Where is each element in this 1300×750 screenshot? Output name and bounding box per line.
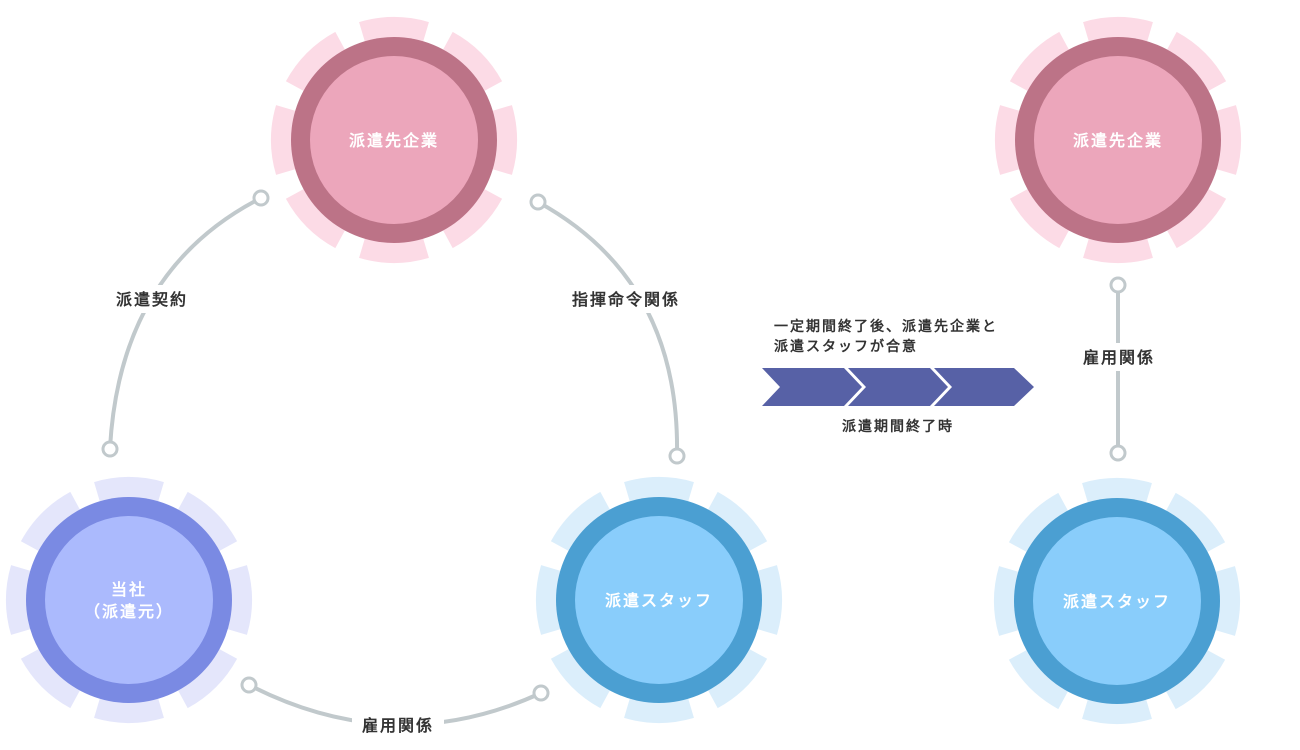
node-petal — [1165, 187, 1227, 249]
agency-node: 当社 （派遣元） — [5, 477, 252, 723]
command-connector-end-bottom — [668, 447, 686, 465]
transition-arrow — [762, 368, 1034, 406]
node-petal — [1212, 566, 1241, 636]
node-petal — [20, 491, 82, 553]
arrow-chevron-1 — [762, 368, 862, 406]
transition-caption: 派遣期間終了時 — [842, 418, 954, 435]
command-relation-label: 指揮命令関係 — [572, 290, 680, 309]
staff-label: 派遣スタッフ — [605, 591, 713, 610]
node-petal — [706, 491, 768, 553]
node-petal — [359, 235, 429, 263]
right-client-company-node: 派遣先企業 — [995, 17, 1241, 263]
node-petal — [94, 695, 164, 723]
right-employment-connector-end-top — [1109, 276, 1127, 294]
node-petal — [5, 565, 34, 635]
contract-connector-end-bottom — [101, 440, 119, 458]
right-staff-label: 派遣スタッフ — [1063, 592, 1171, 611]
node-petal — [1009, 31, 1071, 93]
right-staff-node: 派遣スタッフ — [994, 478, 1241, 724]
node-petal — [550, 491, 612, 553]
node-petal — [624, 477, 694, 505]
node-petal — [550, 647, 612, 709]
node-petal — [995, 105, 1023, 175]
node-petal — [1083, 235, 1153, 263]
node-petal — [1165, 31, 1227, 93]
node-petal — [1008, 492, 1070, 554]
agency-label-line2: （派遣元） — [84, 602, 174, 621]
node-petal — [1213, 105, 1241, 175]
node-petal — [1164, 648, 1226, 710]
agency-label-line1: 当社 — [111, 580, 147, 599]
dispatch-contract-label: 派遣契約 — [116, 290, 188, 309]
node-petal — [359, 16, 429, 45]
contract-connector — [108, 196, 262, 449]
node-petal — [285, 187, 347, 249]
right-employment-connector-end-bottom — [1109, 444, 1127, 462]
node-petal — [176, 491, 238, 553]
node-petal — [1083, 17, 1153, 45]
node-petal — [20, 647, 82, 709]
arrow-chevron-3 — [934, 368, 1034, 406]
node-petal — [1164, 492, 1226, 554]
node-petal — [441, 187, 503, 249]
node-petal — [270, 105, 299, 175]
node-petal — [224, 565, 252, 635]
node-petal — [706, 647, 768, 709]
node-petal — [994, 566, 1022, 636]
arrow-chevron-2 — [848, 368, 948, 406]
node-petal — [536, 565, 564, 635]
node-petal — [1082, 478, 1152, 506]
node-petal — [441, 31, 503, 93]
node-petal — [94, 477, 164, 505]
node-petal — [1082, 696, 1152, 724]
employment-connector-end-left — [240, 676, 258, 694]
command-connector — [537, 200, 680, 456]
command-connector-end-top — [529, 193, 547, 211]
right-employment-relation-label: 雇用関係 — [1083, 348, 1155, 367]
employment-relation-label: 雇用関係 — [362, 716, 434, 735]
transition-note-line2: 派遣スタッフが合意 — [774, 338, 918, 355]
node-petal — [754, 565, 782, 635]
node-petal — [1009, 187, 1071, 249]
right-client-company-label: 派遣先企業 — [1073, 131, 1163, 150]
contract-connector-end-top — [252, 189, 270, 207]
node-petal — [489, 105, 517, 175]
transition-note-line1: 一定期間終了後、派遣先企業と — [774, 318, 998, 335]
node-petal — [1008, 648, 1070, 710]
staff-node: 派遣スタッフ — [536, 477, 782, 723]
node-petal — [285, 31, 347, 93]
client-company-node: 派遣先企業 — [270, 16, 517, 263]
node-petal — [624, 695, 694, 723]
client-company-label: 派遣先企業 — [349, 131, 439, 150]
node-petal — [176, 647, 238, 709]
employment-connector-end-right — [532, 684, 550, 702]
